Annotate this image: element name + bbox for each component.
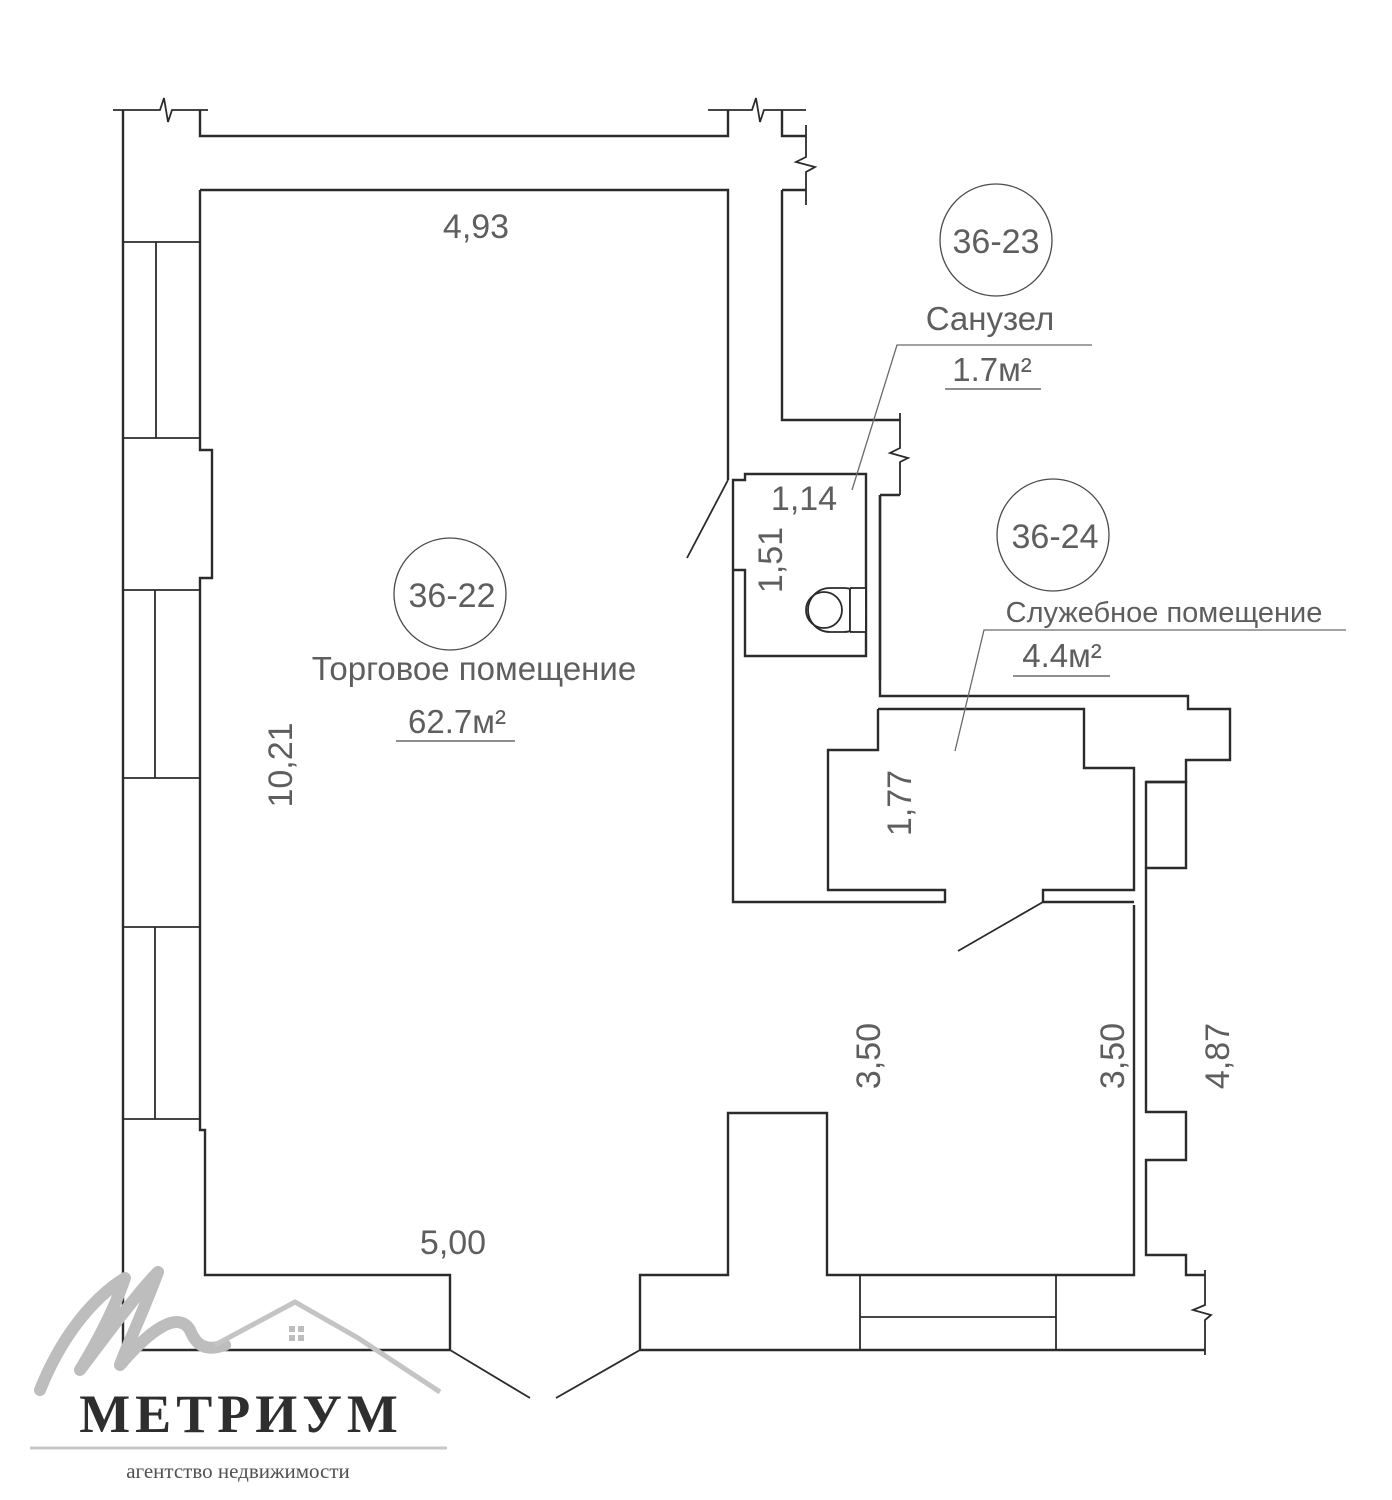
room-area: 1.7м²: [952, 351, 1032, 388]
room-id: 36-23: [953, 223, 1040, 261]
dim-right-wall-height: 3,50: [1094, 1023, 1132, 1089]
walls: [113, 97, 1232, 1399]
room-name: Торговое помещение: [312, 650, 636, 687]
room-36-23: 36-23 Санузел 1.7м²: [926, 183, 1055, 390]
room-tag-circle: [996, 478, 1110, 592]
dim-right-outer-height: 4,87: [1199, 1023, 1237, 1089]
room-name: Служебное помещение: [1006, 597, 1323, 629]
room-36-24: 36-24 Служебное помещение 4.4м²: [996, 478, 1323, 677]
dim-left-height: 10,21: [262, 722, 300, 807]
logo-mark-icon: [34, 1266, 442, 1396]
room-area: 4.4м²: [1022, 637, 1102, 674]
room-id: 36-24: [1012, 518, 1099, 556]
dim-bottom-width: 5,00: [420, 1224, 486, 1262]
dim-service-height: 1,77: [881, 770, 919, 836]
dim-right-inner-height: 3,50: [850, 1023, 888, 1089]
room-tag-circle: [393, 537, 507, 651]
dim-top-width: 4,93: [443, 208, 509, 246]
room-id: 36-22: [409, 577, 496, 615]
logo-tagline: агентство недвижимости: [126, 1459, 350, 1483]
dimensions: 4,93 10,21 5,00 1,14 1,51 1,77 3,50 3,50…: [262, 208, 1237, 1262]
room-36-22: 36-22 Торговое помещение 62.7м²: [312, 537, 636, 742]
logo: МЕТРИУМ агентство недвижимости: [30, 1266, 447, 1483]
room-area: 62.7м²: [408, 703, 506, 740]
leader-36-24: [954, 629, 1346, 752]
dim-wc-height: 1,51: [752, 527, 790, 593]
dim-wc-width: 1,14: [771, 480, 837, 518]
logo-name: МЕТРИУМ: [79, 1384, 403, 1444]
leader-36-23: [851, 344, 1092, 491]
toilet-icon: [805, 587, 867, 633]
room-name: Санузел: [926, 300, 1055, 337]
room-tag-circle: [939, 183, 1053, 297]
